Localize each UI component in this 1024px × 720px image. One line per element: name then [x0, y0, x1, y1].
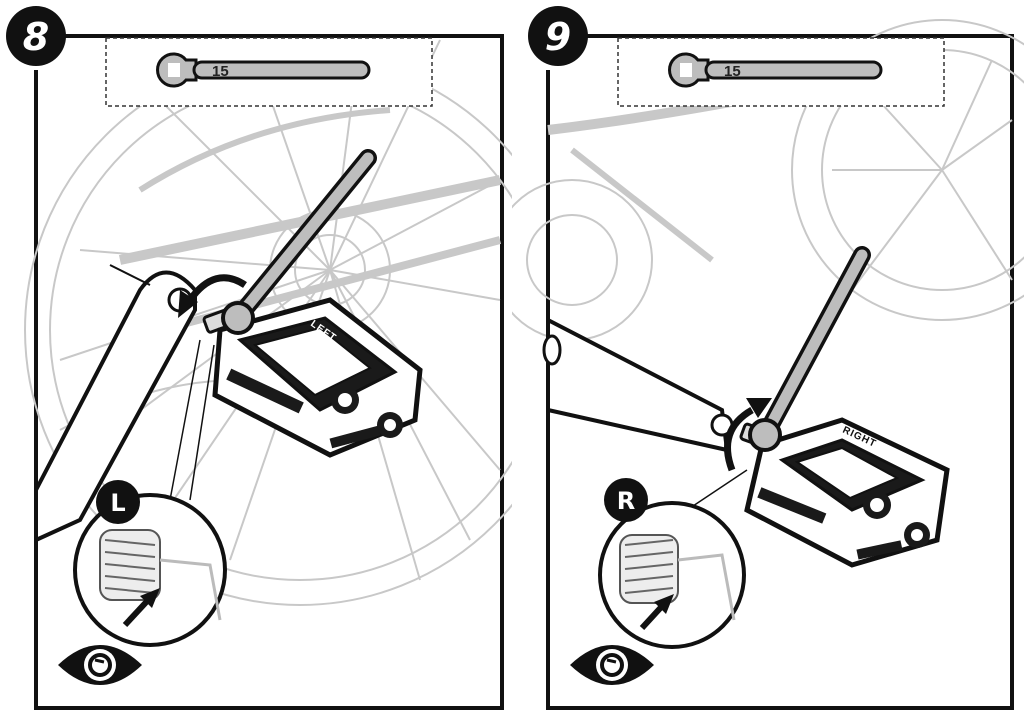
wrench-icon	[156, 52, 371, 88]
step-number-badge: 8	[6, 6, 66, 66]
side-badge-label: L	[110, 489, 125, 517]
side-badge-label: R	[617, 487, 635, 515]
thread-detail-callout	[73, 493, 227, 647]
rotation-arrow-icon	[724, 398, 772, 472]
side-badge: L	[96, 480, 140, 524]
side-badge: R	[604, 478, 648, 522]
step-number: 8	[23, 15, 49, 59]
tool-size-label: 15	[724, 63, 741, 80]
step-9-illustration: RIGHT R	[512, 6, 1024, 710]
step-number-badge: 9	[528, 6, 588, 66]
step-8-panel: LEFT L	[6, 6, 512, 710]
inspection-arrow-icon	[639, 594, 674, 631]
tool-box: 15	[617, 37, 945, 107]
tool-size-label: 15	[212, 63, 229, 80]
thread-detail-callout	[598, 501, 746, 649]
rotation-arrow-icon	[178, 274, 247, 318]
inspection-arrow-icon	[122, 588, 160, 628]
pedal-wrench	[221, 149, 377, 335]
crank-arm	[542, 316, 734, 453]
callout-leader	[169, 339, 201, 501]
pedal-wrench	[748, 246, 871, 452]
tool-box: 15	[105, 37, 433, 107]
left-pedal: LEFT	[202, 297, 423, 458]
step-8-illustration: LEFT L	[6, 6, 512, 710]
step-number: 9	[545, 15, 571, 59]
eye-icon	[570, 645, 654, 685]
panel-frame	[546, 34, 1014, 710]
eye-icon	[58, 645, 142, 685]
step-9-panel: RIGHT R	[512, 0, 1024, 720]
right-pedal: RIGHT	[739, 417, 950, 568]
wrench-icon	[668, 52, 883, 88]
